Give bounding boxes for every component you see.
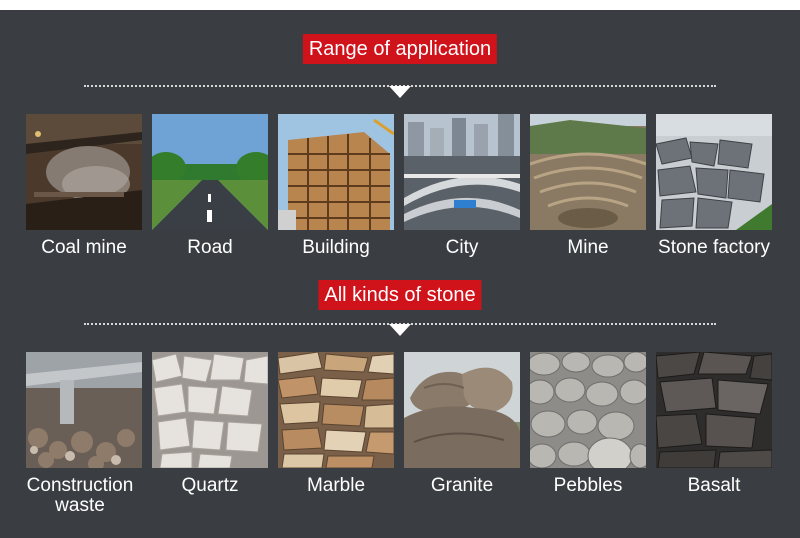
section-title: All kinds of stone — [318, 280, 482, 310]
caption-road: Road — [187, 237, 233, 258]
building-photo — [278, 114, 394, 230]
coal-mine-photo — [26, 114, 142, 230]
stone-factory-photo — [656, 114, 772, 230]
caption-city: City — [445, 237, 479, 258]
caption-quartz: Quartz — [181, 475, 239, 496]
section-heading-application: Range of application — [0, 34, 800, 64]
caption-mine: Mine — [567, 237, 609, 258]
caption-marble: Marble — [306, 475, 366, 496]
road-photo — [152, 114, 268, 230]
quartz-photo — [152, 352, 268, 468]
caption-basalt: Basalt — [687, 475, 741, 496]
marble-photo — [278, 352, 394, 468]
caption-coal-mine: Coal mine — [41, 237, 127, 258]
down-arrow-icon — [389, 324, 411, 336]
caption-stone-factory: Stone factory — [658, 237, 770, 258]
basalt-photo — [656, 352, 772, 468]
granite-photo — [404, 352, 520, 468]
caption-pebbles: Pebbles — [553, 475, 623, 496]
pebbles-photo — [530, 352, 646, 468]
caption-construction-waste: Construction waste — [26, 475, 134, 516]
caption-building: Building — [302, 237, 370, 258]
down-arrow-icon — [389, 86, 411, 98]
section-title: Range of application — [302, 34, 498, 64]
city-photo — [404, 114, 520, 230]
caption-granite: Granite — [430, 475, 494, 496]
mine-photo — [530, 114, 646, 230]
content-panel: Range of application Coal mine Road Buil… — [0, 10, 800, 538]
section-heading-stone: All kinds of stone — [0, 280, 800, 310]
construction-waste-photo — [26, 352, 142, 468]
